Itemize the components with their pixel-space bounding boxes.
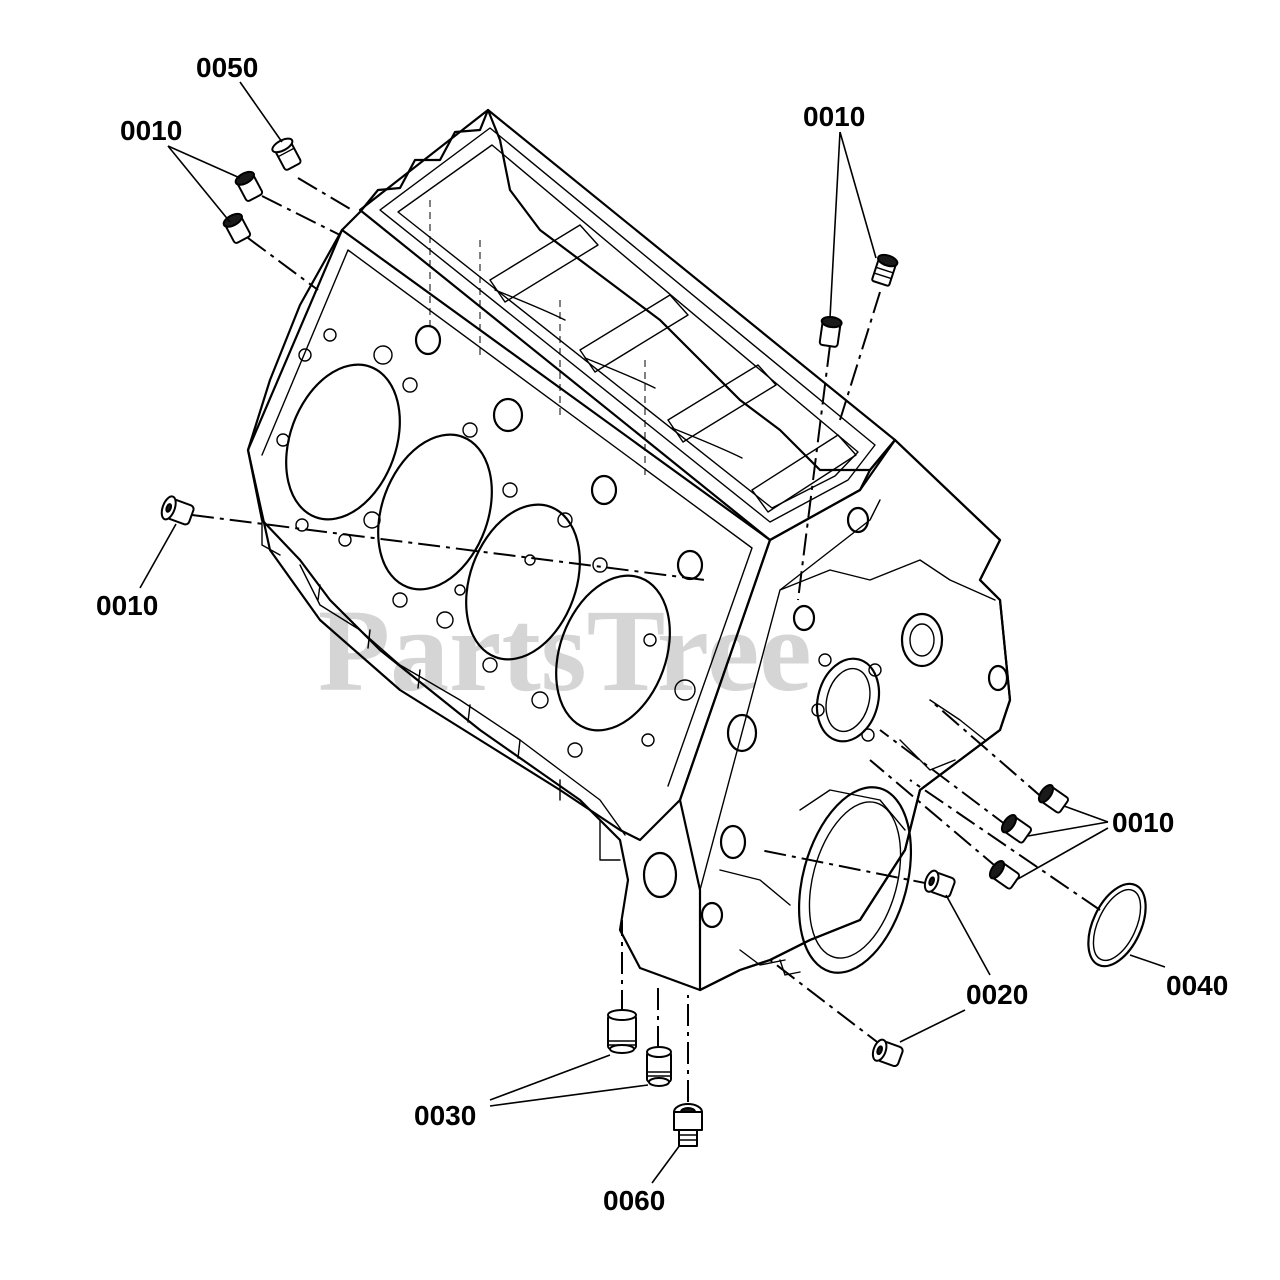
part-0040-o-ring[interactable] xyxy=(1077,875,1158,975)
callout-0060: 0060 xyxy=(603,1185,665,1216)
part-0010-plug-upper-left-2[interactable] xyxy=(222,211,252,244)
callout-0010-top-right: 0010 xyxy=(803,101,865,132)
part-0030-plug-2[interactable] xyxy=(646,1046,672,1087)
callout-0030: 0030 xyxy=(414,1100,476,1131)
part-0010-plug-upper-left-1[interactable] xyxy=(234,169,264,202)
part-0030-plug-1[interactable] xyxy=(607,1009,637,1054)
part-0050-plug[interactable] xyxy=(270,136,303,172)
part-0010-plug-right-1[interactable] xyxy=(1036,783,1070,815)
part-0060-fitting[interactable] xyxy=(673,1103,703,1147)
watermark: PartsTree xyxy=(318,585,812,716)
assembly-axis-lines xyxy=(191,177,1101,1102)
callout-0020: 0020 xyxy=(966,979,1028,1010)
part-0020-plug[interactable] xyxy=(922,869,956,899)
part-0020-plug-lower[interactable] xyxy=(870,1038,904,1068)
part-0010-plug-left[interactable] xyxy=(159,495,195,528)
part-0010-plug-top-right-2[interactable] xyxy=(818,315,843,348)
callout-0040: 0040 xyxy=(1166,970,1228,1001)
callout-0010-left: 0010 xyxy=(96,590,158,621)
callout-leaders xyxy=(139,81,1166,1184)
engine-block xyxy=(246,108,1012,992)
part-0010-plug-right-3[interactable] xyxy=(987,859,1021,891)
part-0010-plug-top-right-1[interactable] xyxy=(871,253,899,287)
callout-0010-upper-left: 0010 xyxy=(120,115,182,146)
callout-0010-right: 0010 xyxy=(1112,807,1174,838)
callout-0050: 0050 xyxy=(196,52,258,83)
callout-labels: 0050 0010 0010 0010 0010 0020 0040 0030 … xyxy=(96,52,1228,1216)
part-0010-plug-right-2[interactable] xyxy=(999,813,1033,845)
